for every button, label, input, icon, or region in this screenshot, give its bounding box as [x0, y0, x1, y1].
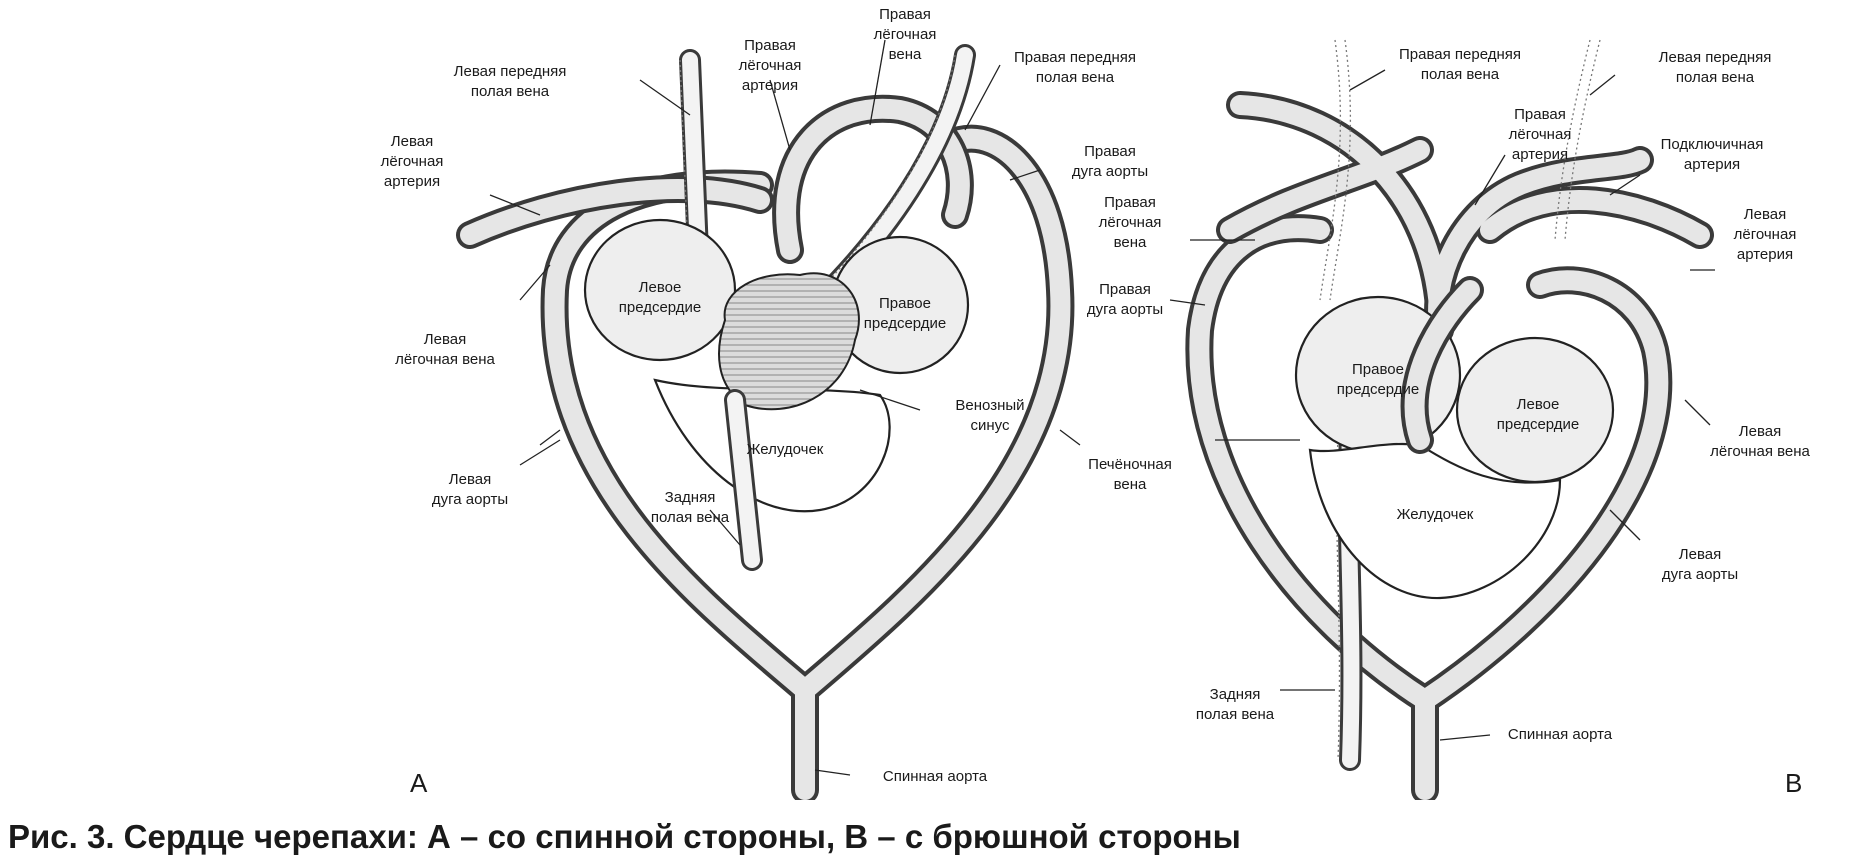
panel-a-leaders	[489, 39, 1041, 776]
panel-b-diagram	[1169, 39, 1715, 800]
panel-a-diagram	[456, 39, 1081, 800]
panel-b-ventricle	[1308, 442, 1562, 600]
panel-a-left-atrium	[583, 218, 737, 362]
turtle-heart-figure	[456, 39, 1715, 800]
panel-b-leaders	[1169, 69, 1715, 741]
panel-a-venous-sinus	[718, 272, 860, 411]
panel-b-aortic-arches	[1185, 214, 1673, 800]
figure-caption: Рис. 3. Сердце черепахи: А – со спинной …	[8, 818, 1241, 855]
panel-b-left-atrium	[1455, 336, 1615, 484]
